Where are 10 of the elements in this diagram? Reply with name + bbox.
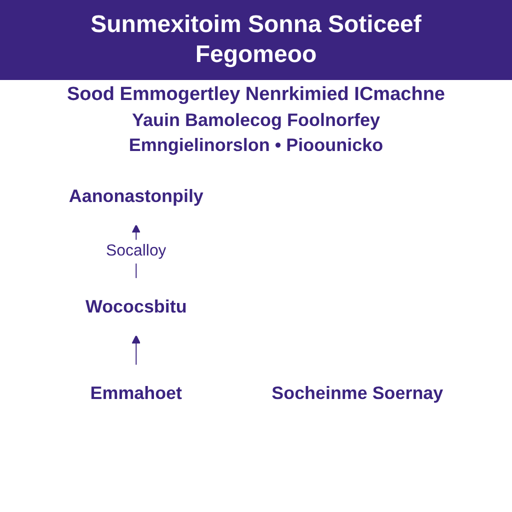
node-text: Socheinme Soernay [272, 383, 444, 404]
edge-label: Socalloy [106, 242, 166, 260]
heading-text: Sood Emmogertley Nenrkimied ICmachne [66, 84, 446, 106]
node-text: Wococsbitu [86, 296, 187, 316]
heading-text: Emngielinorslon • Pioounicko [128, 135, 384, 156]
title-banner: Sunmexitoim Sonna Soticeef Fegomeoo [0, 0, 512, 80]
arrow [132, 334, 141, 366]
heading-text: Yauin Bamolecog Foolnorfey [130, 110, 382, 131]
node-text: Aanonastonpily [68, 186, 204, 206]
node-text: Emmahoet [90, 383, 182, 404]
